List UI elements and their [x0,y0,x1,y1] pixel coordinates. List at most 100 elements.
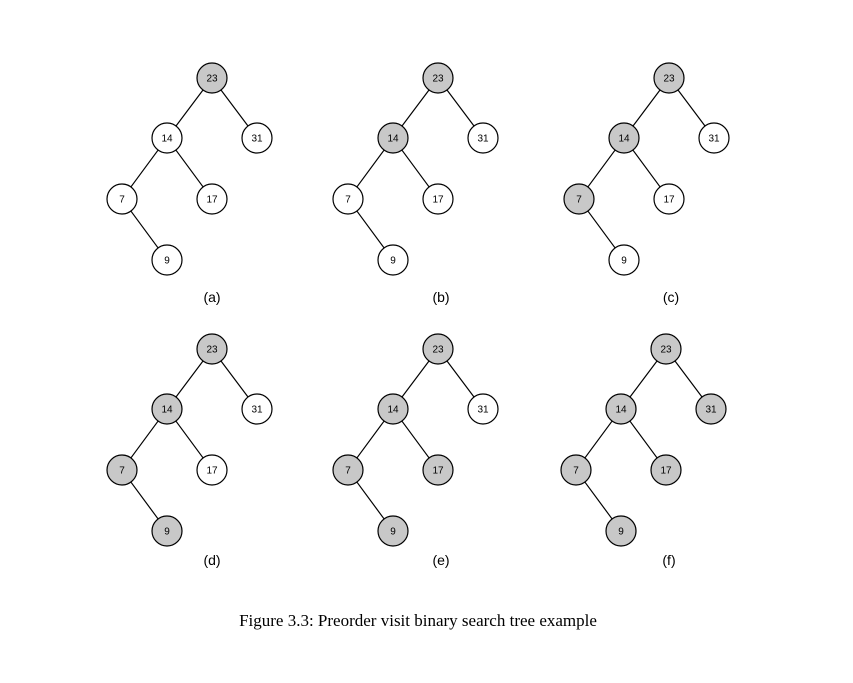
edge-n7-n9 [584,481,613,520]
tree-node: 31 [695,393,727,425]
visited-node-circle [106,454,138,486]
unvisited-node-circle [106,183,138,215]
tree-node: 14 [151,393,183,425]
unvisited-node-circle [653,183,685,215]
tree-node: 31 [241,393,273,425]
unvisited-node-circle [196,183,228,215]
tree-node: 31 [698,122,730,154]
visited-node-circle [422,62,454,94]
node-label: 7 [119,466,125,477]
tree-node: 17 [196,454,228,486]
tree-node: 7 [560,454,592,486]
node-label: 23 [663,74,675,85]
edge-n23-n31 [677,89,706,127]
tree-panel-1: 23 14 31 7 17 9 (a) [106,62,273,305]
visited-node-circle [196,62,228,94]
node-label: 14 [161,134,173,145]
node-label: 31 [477,405,489,416]
node-label: 7 [345,195,351,206]
visited-node-circle [377,122,409,154]
edge-n23-n14 [632,89,661,127]
tree-node: 9 [377,244,409,276]
unvisited-node-circle [422,183,454,215]
figure-caption: Figure 3.3: Preorder visit binary search… [239,611,597,630]
tree-node: 7 [106,454,138,486]
node-label: 14 [161,405,173,416]
tree-node: 7 [332,183,364,215]
tree-node: 14 [377,393,409,425]
tree-node: 23 [196,333,228,365]
node-label: 17 [206,466,218,477]
node-label: 7 [345,466,351,477]
edge-n23-n31 [220,360,249,398]
tree-node: 31 [241,122,273,154]
node-label: 17 [432,195,444,206]
tree-node: 14 [377,122,409,154]
edge-n23-n31 [446,89,475,127]
node-label: 17 [660,466,672,477]
node-label: 17 [206,195,218,206]
edge-n7-n9 [356,210,385,249]
tree-node: 31 [467,393,499,425]
node-label: 23 [432,74,444,85]
visited-node-circle [608,122,640,154]
edge-n23-n14 [175,360,204,398]
tree-node: 9 [151,515,183,547]
node-label: 23 [206,74,218,85]
panel-label: (a) [203,289,220,305]
tree-node: 23 [422,62,454,94]
unvisited-node-circle [332,183,364,215]
visited-node-circle [560,454,592,486]
visited-node-circle [563,183,595,215]
node-label: 14 [615,405,627,416]
node-label: 7 [576,195,582,206]
edge-n14-n7 [130,149,159,188]
edge-n7-n9 [587,210,616,249]
edge-n14-n17 [629,420,658,459]
edge-n14-n7 [130,420,159,459]
unvisited-node-circle [241,393,273,425]
node-label: 31 [251,405,263,416]
unvisited-node-circle [151,122,183,154]
tree-node: 14 [151,122,183,154]
node-label: 7 [119,195,125,206]
tree-node: 23 [650,333,682,365]
visited-node-circle [650,454,682,486]
edge-n14-n17 [175,149,204,188]
node-label: 9 [164,256,170,267]
tree-node: 9 [151,244,183,276]
node-label: 23 [206,345,218,356]
tree-node: 14 [608,122,640,154]
node-label: 9 [164,527,170,538]
visited-node-circle [377,515,409,547]
tree-node: 17 [650,454,682,486]
node-label: 31 [708,134,720,145]
edge-n23-n31 [220,89,249,127]
node-label: 9 [618,527,624,538]
node-label: 23 [660,345,672,356]
tree-node: 23 [196,62,228,94]
edge-n14-n7 [356,420,385,459]
visited-node-circle [196,333,228,365]
panel-label: (f) [662,552,675,568]
node-label: 14 [387,405,399,416]
tree-node: 17 [422,183,454,215]
panel-label: (e) [432,552,449,568]
unvisited-node-circle [608,244,640,276]
visited-node-circle [151,515,183,547]
panel-label: (b) [432,289,449,305]
edge-n7-n9 [130,210,159,249]
edge-n7-n9 [130,481,159,520]
tree-node: 7 [563,183,595,215]
visited-node-circle [605,393,637,425]
node-label: 14 [618,134,630,145]
edge-n23-n31 [674,360,703,398]
tree-node: 23 [422,333,454,365]
unvisited-node-circle [467,122,499,154]
tree-node: 9 [608,244,640,276]
visited-node-circle [332,454,364,486]
visited-node-circle [650,333,682,365]
